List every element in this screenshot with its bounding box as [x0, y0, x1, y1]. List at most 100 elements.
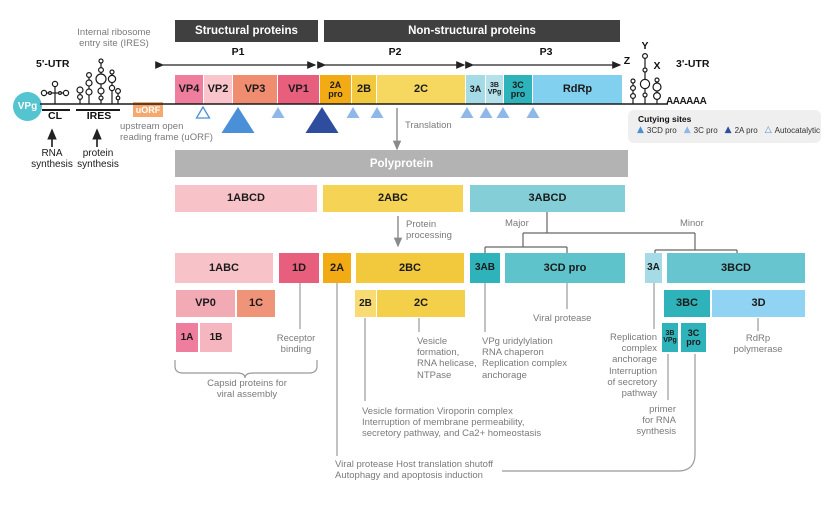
processing-label: Protein processing [406, 219, 452, 242]
ires-structure [76, 58, 121, 104]
vesicle-2b: Vesicle formation Viroporin complex Inte… [362, 406, 542, 440]
cl-label: CL [48, 110, 62, 122]
ires-caption: Internal ribosome entry site (IRES) [77, 27, 151, 50]
cutting-sites-legend: Cutying sites ▲3CD pro▲3C pro▲2A pro△Aut… [628, 110, 821, 143]
minor-label: Minor [680, 218, 704, 229]
major-label: Major [505, 218, 529, 229]
product-3bc: 3BC [664, 290, 710, 317]
product-3ab: 3AB [470, 253, 500, 283]
product-3bcd: 3BCD [667, 253, 805, 283]
product-3d: 3D [712, 290, 805, 317]
p2-label: P2 [388, 46, 402, 58]
cloverleaf-structure [40, 80, 70, 104]
polya-tail: AAAAAA [666, 96, 707, 107]
viral-protease: Viral protease [533, 313, 592, 324]
receptor-binding: Receptor binding [276, 333, 316, 356]
rna-synthesis: RNA synthesis [31, 148, 73, 171]
ires-label: IRES [86, 110, 112, 122]
segment-vp2: VP2 [204, 75, 233, 104]
three-utr-structure [629, 52, 662, 104]
cutting-sites-layer [195, 105, 540, 133]
utr3-label: 3'-UTR [676, 58, 710, 70]
annotation-lines [299, 283, 759, 472]
segment-3c-pro: 3C pro [504, 75, 533, 104]
product-vp0: VP0 [176, 290, 235, 317]
segment-vp3: VP3 [233, 75, 278, 104]
cutting-site-3c-triangle [460, 107, 474, 118]
line-3cpro-curve [502, 354, 696, 472]
product-2bc: 2BC [356, 253, 464, 283]
primer-caption: primer for RNA synthesis [636, 404, 676, 438]
protein-synthesis: protein synthesis [77, 148, 119, 171]
replication-3a: Replication complex anchorage Interrupti… [607, 332, 657, 400]
cutting-site-3c-triangle [370, 107, 384, 118]
cutting-site-3c-triangle [496, 107, 510, 118]
product-1abcd: 1ABCD [175, 185, 317, 212]
product-1a: 1A [176, 323, 198, 352]
product-3a: 3A [645, 253, 662, 283]
z-label: Z [623, 55, 631, 67]
p3-label: P3 [539, 46, 553, 58]
product-2b: 2B [355, 290, 376, 317]
cutting-site-auto-triangle [195, 105, 211, 119]
product-2a: 2A [323, 253, 351, 283]
host-shutoff: Viral protease Host translation shutoff … [335, 459, 494, 482]
nonstructural-proteins-header: Non-structural proteins [324, 20, 620, 42]
polyprotein-bar: Polyprotein [175, 150, 628, 177]
p1-label: P1 [231, 46, 245, 58]
product-1d: 1D [279, 253, 319, 283]
outline-triangle-icon: △ [764, 125, 772, 135]
vesicle-2c: Vesicle formation, RNA helicase, NTPase [417, 336, 477, 381]
y-label: Y [641, 40, 649, 52]
segment-2b: 2B [352, 75, 377, 104]
cutting-site-3c-triangle [346, 107, 360, 118]
product-1b: 1B [200, 323, 232, 352]
segment-3b-vpg: 3B VPg [486, 75, 504, 104]
utr5-label: 5'-UTR [36, 58, 70, 70]
uorf-box: uORF [133, 102, 163, 117]
translation-label: Translation [405, 120, 452, 131]
product-3abcd: 3ABCD [470, 185, 625, 212]
capsid-bracket [174, 360, 318, 379]
vpg-circle: VPg [13, 92, 42, 121]
segment-2a-pro: 2A pro [320, 75, 352, 104]
legend-item-2a-pro: ▲2A pro [724, 125, 758, 136]
rdrp-polymerase: RdRp polymerase [733, 333, 783, 356]
filled-triangle-icon: ▲ [683, 125, 691, 135]
legend-item-autocatalytic: △Autocatalytic [764, 125, 820, 136]
cutting-site-3cd-triangle [221, 107, 255, 133]
segment-3a: 3A [466, 75, 486, 104]
structural-proteins-header: Structural proteins [175, 20, 318, 42]
product-2c: 2C [377, 290, 465, 317]
legend-item-label: 2A pro [734, 126, 758, 135]
cutting-site-3c-triangle [479, 107, 493, 118]
segment-vp4: VP4 [175, 75, 204, 104]
legend-items: ▲3CD pro▲3C pro▲2A pro△Autocatalytic [637, 125, 821, 136]
legend-item-label: Autocatalytic [774, 126, 820, 135]
legend-item-label: 3C pro [693, 126, 718, 135]
product-3c-pro: 3C pro [681, 323, 706, 352]
cutting-site-3c-triangle [526, 107, 540, 118]
filled-triangle-icon: ▲ [637, 125, 644, 135]
product-3b-vpg: 3B VPg [662, 323, 678, 352]
capsid-caption: Capsid proteins for viral assembly [207, 378, 287, 401]
legend-title: Cutying sites [638, 114, 692, 124]
product-1c: 1C [237, 290, 275, 317]
uorf-caption: upstream open reading frame (uORF) [120, 121, 213, 144]
segment-vp1: VP1 [278, 75, 320, 104]
legend-item-3c-pro: ▲3C pro [683, 125, 718, 136]
legend-item-3cd-pro: ▲3CD pro [637, 125, 677, 136]
product-1abc: 1ABC [175, 253, 273, 283]
segment-rdrp: RdRp [533, 75, 623, 104]
major-minor-tree [484, 212, 738, 253]
cutting-site-3c-triangle [271, 107, 285, 118]
filled-triangle-icon: ▲ [724, 125, 732, 135]
legend-item-label: 3CD pro [646, 126, 677, 135]
vpg-uridylylation: VPg uridylylation RNA chaperon Replicati… [482, 336, 568, 381]
segment-2c: 2C [377, 75, 466, 104]
cutting-site-2a-triangle [305, 107, 339, 133]
